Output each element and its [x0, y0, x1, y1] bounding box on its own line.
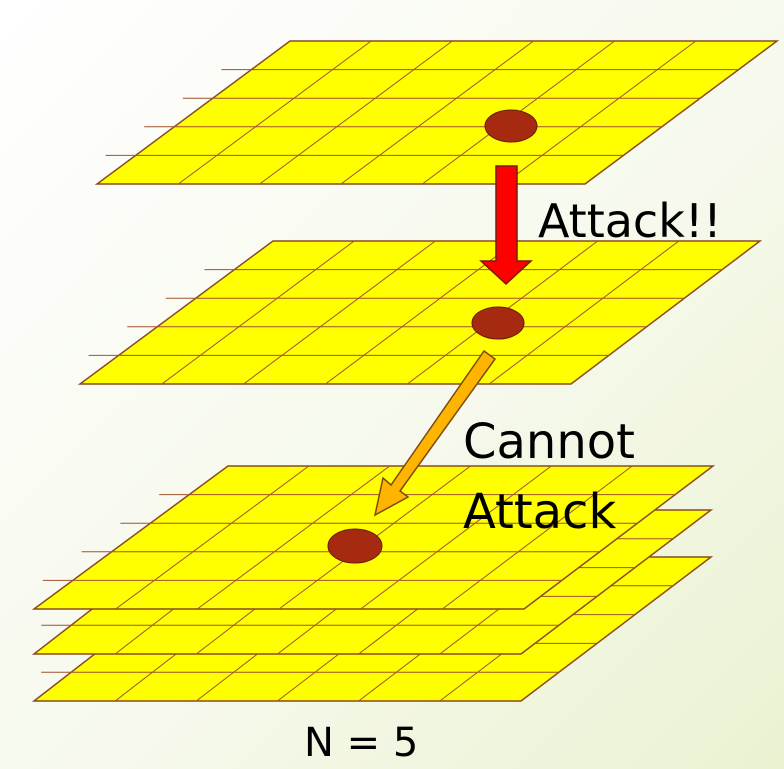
board-layer-1	[94, 40, 780, 185]
piece-marker-bottom	[327, 528, 383, 564]
piece-marker-top	[484, 109, 538, 143]
grid-column-line	[340, 40, 534, 185]
grid-column-line	[161, 240, 355, 385]
board-stack-bottom	[31, 465, 716, 702]
cannot-attack-label-line2: Attack	[463, 484, 616, 540]
layer-count-label: N = 5	[304, 720, 418, 766]
grid-column-line	[178, 40, 372, 185]
board-layer-2	[77, 240, 763, 385]
grid-column-line	[197, 465, 390, 610]
grid-column-line	[488, 240, 680, 385]
blocked-attack-arrow	[373, 349, 497, 517]
piece-marker-middle	[471, 306, 525, 340]
attack-label: Attack!!	[538, 194, 722, 248]
grid-column-line	[243, 240, 436, 385]
grid-column-line	[259, 40, 453, 185]
grid-column-line	[503, 40, 697, 185]
grid-column-line	[360, 465, 552, 610]
cannot-attack-label-line1: Cannot	[463, 414, 635, 470]
grid-column-line	[442, 465, 633, 610]
grid-column-line	[115, 465, 310, 610]
attack-arrow	[479, 165, 533, 286]
